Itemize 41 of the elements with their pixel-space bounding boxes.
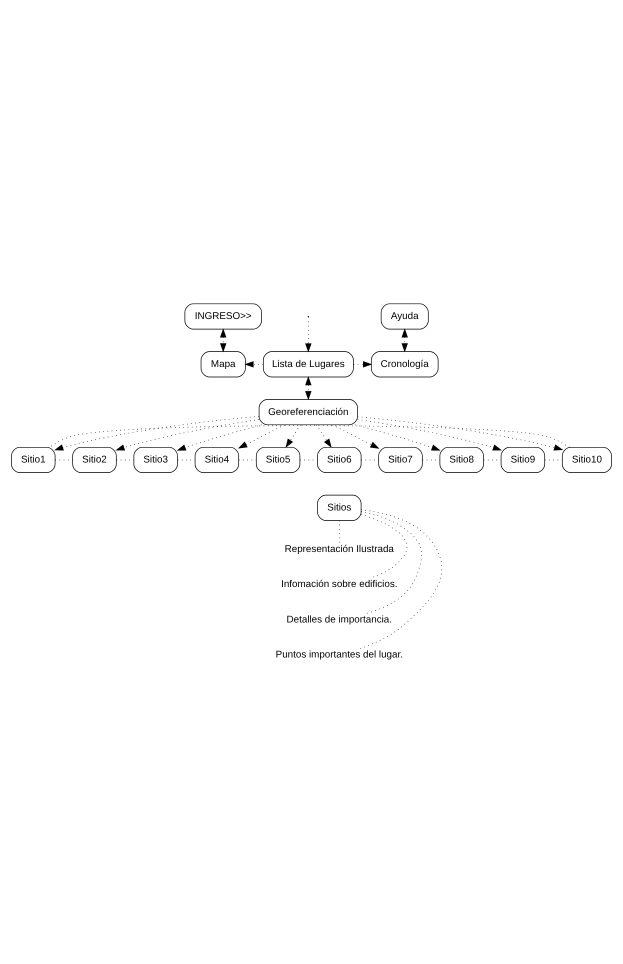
- arrow: [115, 418, 260, 450]
- node-box: Cronología: [370, 350, 438, 377]
- arrow: [357, 418, 502, 450]
- arrow: [176, 424, 262, 450]
- connector: [360, 510, 422, 614]
- node-box: Lista de Lugares: [262, 350, 354, 377]
- node-box: Sitio8: [440, 446, 484, 472]
- arrow: [353, 360, 372, 368]
- node-text: Detalles de importancia.: [286, 614, 392, 625]
- node-box: Ayuda: [380, 302, 429, 329]
- arrow: [357, 416, 564, 450]
- arrow: [305, 376, 312, 400]
- node-text: Infomación sobre edificios.: [281, 578, 398, 590]
- arrow: [316, 424, 332, 448]
- node-box: Sitio9: [500, 446, 546, 472]
- node-box: Sitio10: [562, 446, 612, 472]
- connector: [49, 424, 570, 448]
- node-box: Sitio6: [317, 446, 362, 472]
- arrow: [305, 316, 312, 352]
- connector: [360, 514, 408, 578]
- node-box: Sitio3: [134, 446, 178, 472]
- connector: [360, 508, 442, 648]
- arrow: [54, 416, 260, 450]
- node-box: Sitio1: [11, 446, 56, 472]
- node-text: Representación Ilustrada: [284, 543, 394, 554]
- arrow: [355, 424, 441, 450]
- node-box: INGRESO>>: [184, 302, 262, 329]
- node-box: Mapa: [200, 350, 246, 377]
- node-box: Sitio5: [256, 446, 300, 472]
- arrow: [332, 424, 380, 448]
- node-box: Sitio7: [378, 446, 423, 472]
- arrow: [244, 360, 264, 368]
- node-box: Sitio4: [194, 446, 240, 472]
- arrow: [220, 328, 226, 352]
- node-box: Sitio2: [72, 446, 117, 472]
- arrow: [402, 328, 408, 352]
- node-box: Sitios: [317, 494, 362, 520]
- node-text: Puntos importantes del lugar.: [276, 648, 403, 660]
- arrow: [286, 424, 301, 448]
- arrow: [238, 424, 285, 448]
- node-box: Georeferenciación: [258, 398, 358, 425]
